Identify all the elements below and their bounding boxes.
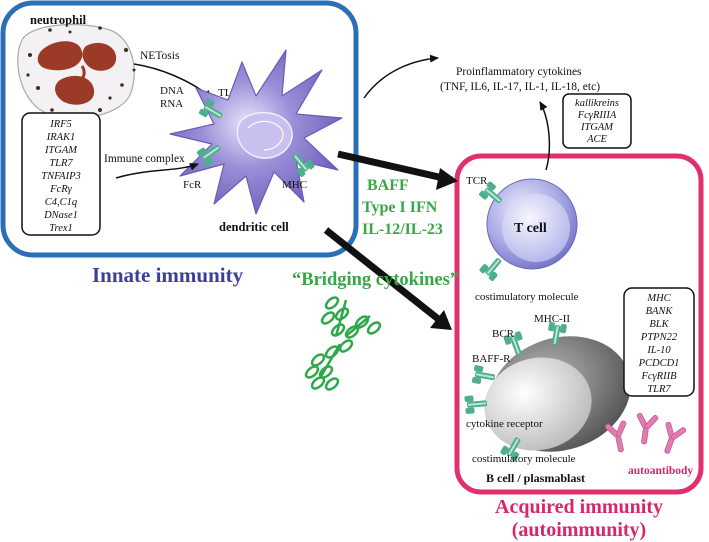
tcr-label: TCR (466, 175, 488, 187)
gene-item: TLR7 (647, 384, 671, 395)
tcell-cytokine-arrow (539, 101, 551, 171)
arrow-to-tcell (337, 150, 453, 184)
cytokine-molecule-icon (304, 296, 382, 391)
rna-label: RNA (160, 98, 183, 110)
baffr-label: BAFF-R (472, 353, 511, 365)
arrow-to-bcell (323, 227, 445, 325)
gene-item: FcγRIIB (640, 371, 677, 382)
type-i-ifn-label: Type I IFN (362, 199, 438, 216)
fcr-label: FcR (183, 179, 202, 191)
gene-item: IL-10 (646, 345, 671, 356)
gene-item: ITGAM (44, 145, 78, 156)
b-cell-label: B cell / plasmablast (486, 471, 585, 485)
proinflammatory-arrow (363, 54, 439, 99)
gene-item: BANK (646, 306, 674, 317)
costimulatory-t-label: costimulatory molecule (475, 291, 579, 303)
dendritic-nucleus (236, 111, 293, 159)
autoantibody-label: autoantibody (628, 465, 693, 477)
gene-item: TNFAIP3 (41, 171, 80, 182)
acquired-gene-box (623, 287, 695, 397)
gene-item: ACE (586, 134, 607, 145)
innate-gene-list: IRF5 IRAK1 ITGAM TLR7 TNFAIP3 FcRγ C4,C1… (41, 119, 80, 234)
gene-item: DNase1 (43, 210, 78, 221)
t-cell (486, 178, 578, 270)
il12-il23-label: IL-12/IL-23 (362, 221, 443, 238)
gene-item: FcRγ (49, 184, 72, 195)
cytokine-receptor-label: cytokine receptor (466, 418, 543, 430)
acquired-gene-list: MHC BANK BLK PTPN22 IL-10 PCDCD1 FcγRIIB… (638, 293, 680, 395)
gene-item: PTPN22 (640, 332, 678, 343)
neutrophil-cell (17, 23, 136, 119)
dendritic-cell-label: dendritic cell (219, 220, 289, 234)
proinflammatory-list: (TNF, IL6, IL-17, IL-1, IL-18, etc) (440, 81, 600, 93)
gene-item: BLK (649, 319, 669, 330)
netosis-label: NETosis (140, 50, 180, 62)
dna-label: DNA (160, 85, 184, 97)
acquired-box (454, 153, 704, 495)
gene-item: Trex1 (49, 223, 73, 234)
cytokine-receptor (464, 394, 488, 415)
gene-item: ITGAM (580, 122, 614, 133)
gene-item: IRAK1 (46, 132, 76, 143)
bcr-label: BCR (492, 328, 515, 340)
immune-complex-arrow (115, 162, 199, 179)
innate-box (0, 0, 359, 258)
gene-item: IRF5 (49, 119, 72, 130)
acquired-title-line2: (autoimmunity) (512, 519, 646, 541)
gene-item: FcγRIIIA (577, 110, 617, 121)
baff-label: BAFF (367, 177, 409, 194)
innate-title: Innate immunity (92, 263, 244, 287)
proinflammatory-gene-box (562, 93, 632, 149)
gene-item: kallikreins (575, 98, 619, 109)
gene-item: C4,C1q (45, 197, 77, 208)
gene-item: TLR7 (49, 158, 73, 169)
mhc2-label: MHC-II (534, 313, 570, 325)
gene-item: PCDCD1 (638, 358, 680, 369)
immune-complex-label: Immune complex (104, 153, 185, 165)
mhc-label: MHC (282, 179, 307, 191)
innate-gene-box (21, 112, 101, 236)
t-cell-label: T cell (514, 221, 547, 236)
b-cell (484, 336, 631, 452)
proinflammatory-title: Proinflammatory cytokines (456, 66, 582, 78)
gene-item: MHC (646, 293, 671, 304)
bridging-cytokines-label: “Bridging cytokines” (292, 270, 459, 290)
neutrophil-label: neutrophil (30, 13, 87, 27)
costimulatory-b-label: costimulatory molecule (472, 453, 576, 465)
acquired-title-line1: Acquired immunity (495, 496, 663, 518)
